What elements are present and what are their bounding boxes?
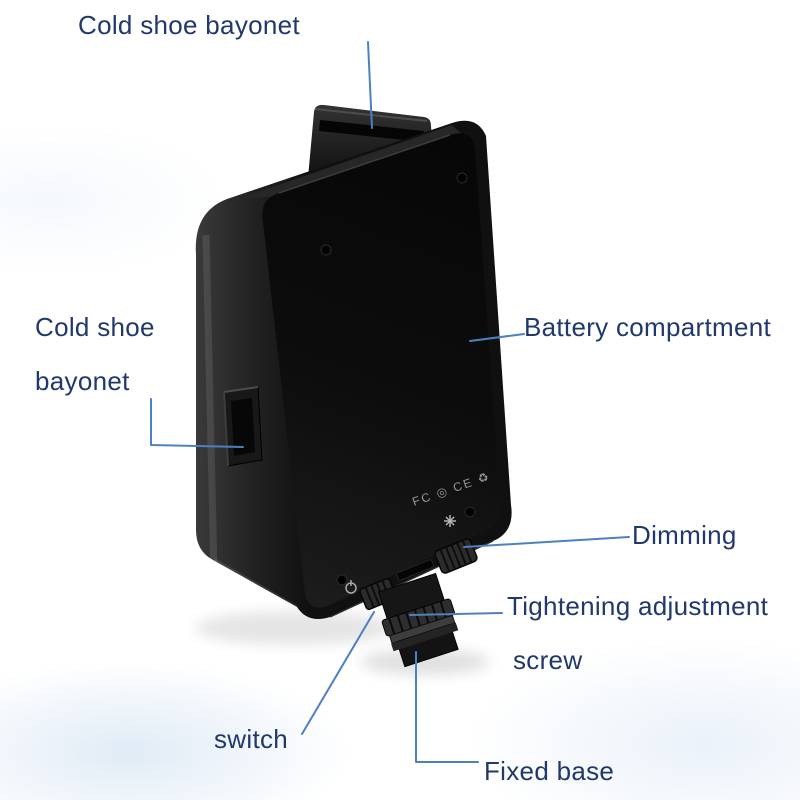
label-left-cold-shoe-line1: Cold shoe [35,312,155,342]
side-highlight [202,234,218,573]
leader-tightening-screw [409,612,503,616]
label-left-cold-shoe-line2: bayonet [35,366,130,396]
shadow-base [360,649,490,675]
leader-fixed-base [415,651,479,763]
panel-top-bevel-line [278,134,451,194]
label-switch: switch [214,724,289,754]
fixed-base-foot-flange [391,622,459,652]
fixed-base-assembly [377,572,459,668]
leader-top-cold-shoe [367,41,373,129]
brightness-icon [444,515,456,527]
label-tightening-adjustment-line2: screw [513,645,583,675]
screw-icon [320,244,332,256]
screw-icon [456,172,468,184]
bottom-slot [395,559,435,581]
leader-dimming [463,536,630,548]
label-top-cold-shoe-bayonet: Cold shoe bayonet [78,10,300,40]
leader-left-cold-shoe [150,398,244,448]
shadow-body [195,611,395,645]
label-battery-compartment: Battery compartment [524,312,772,342]
label-dimming: Dimming [632,520,737,550]
screw-icon [464,506,476,518]
leader-switch [301,611,375,735]
bottom-left-highlight [214,558,298,609]
screw-icon [336,574,348,586]
leader-battery-compartment [469,333,525,342]
label-tightening-adjustment-line1: Tightening adjustment [507,591,769,621]
label-fixed-base: Fixed base [484,756,615,786]
left-cold-shoe [223,386,263,467]
device-top-bevel [229,125,474,202]
power-icon [345,580,357,594]
